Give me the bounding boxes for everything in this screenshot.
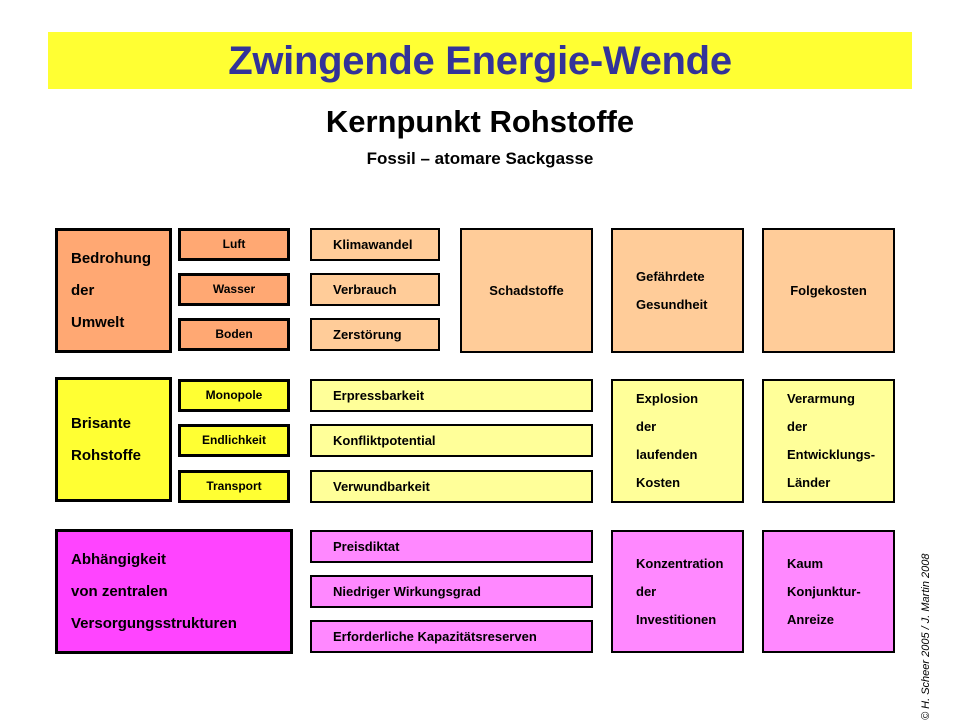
panel-line: Folgekosten bbox=[790, 282, 867, 298]
bar-konfliktpotential[interactable]: Konfliktpotential bbox=[310, 424, 593, 457]
copyright-notice: © H. Scheer 2005 / J. Martin 2008 bbox=[920, 553, 932, 720]
chip-wasser[interactable]: Wasser bbox=[178, 273, 290, 306]
chip-monopole[interactable]: Monopole bbox=[178, 379, 290, 412]
bar-zerstoerung[interactable]: Zerstörung bbox=[310, 318, 440, 351]
category-line: Bedrohung bbox=[71, 249, 151, 267]
panel-kaum-konjunktur-anreize[interactable]: Kaum Konjunktur- Anreize bbox=[762, 530, 895, 653]
panel-konzentration-investitionen[interactable]: Konzentration der Investitionen bbox=[611, 530, 744, 653]
chip-label: Wasser bbox=[212, 282, 256, 296]
panel-line: der bbox=[636, 419, 657, 434]
bar-label: Verwundbarkeit bbox=[333, 479, 430, 494]
page-title: Zwingende Energie-Wende bbox=[228, 39, 732, 83]
panel-line: Kosten bbox=[636, 475, 681, 490]
bar-label: Klimawandel bbox=[333, 237, 413, 252]
panel-line: Investitionen bbox=[636, 611, 717, 627]
bar-label: Preisdiktat bbox=[333, 539, 400, 554]
panel-line: Länder bbox=[787, 475, 831, 490]
category-box-umwelt[interactable]: Bedrohung der Umwelt bbox=[55, 228, 172, 353]
panel-line: Explosion bbox=[636, 391, 699, 406]
panel-line: Gesundheit bbox=[636, 296, 708, 312]
panel-line: der bbox=[636, 583, 657, 599]
panel-line: Verarmung bbox=[787, 391, 855, 406]
chip-transport[interactable]: Transport bbox=[178, 470, 290, 503]
category-line: der bbox=[71, 281, 95, 299]
panel-line: Gefährdete bbox=[636, 268, 705, 284]
bar-klimawandel[interactable]: Klimawandel bbox=[310, 228, 440, 261]
subtitle-sub: Fossil – atomare Sackgasse bbox=[366, 149, 594, 168]
chip-label: Endlichkeit bbox=[201, 433, 266, 447]
chip-label: Luft bbox=[222, 237, 246, 251]
panel-line: Konjunktur- bbox=[787, 583, 861, 599]
category-line: Umwelt bbox=[71, 313, 125, 331]
bar-label: Niedriger Wirkungsgrad bbox=[333, 584, 481, 599]
bar-label: Konfliktpotential bbox=[333, 433, 436, 448]
panel-line: Schadstoffe bbox=[489, 282, 564, 298]
panel-line: Kaum bbox=[787, 555, 824, 571]
chip-label: Boden bbox=[215, 327, 253, 341]
chip-boden[interactable]: Boden bbox=[178, 318, 290, 351]
panel-verarmung-entwicklungslaender[interactable]: Verarmung der Entwicklungs- Länder bbox=[762, 379, 895, 503]
bar-preisdiktat[interactable]: Preisdiktat bbox=[310, 530, 593, 563]
category-line: Rohstoffe bbox=[71, 446, 141, 464]
panel-folgekosten[interactable]: Folgekosten bbox=[762, 228, 895, 353]
panel-schadstoffe[interactable]: Schadstoffe bbox=[460, 228, 593, 353]
panel-line: der bbox=[787, 419, 808, 434]
category-box-abhaengigkeit[interactable]: Abhängigkeit von zentralen Versorgungsst… bbox=[55, 529, 293, 654]
title-banner bbox=[48, 32, 912, 89]
chip-endlichkeit[interactable]: Endlichkeit bbox=[178, 424, 290, 457]
category-line: Versorgungsstrukturen bbox=[71, 614, 237, 632]
panel-line: Entwicklungs- bbox=[787, 447, 876, 462]
bar-label: Zerstörung bbox=[333, 327, 402, 342]
panel-gefaehrdete-gesundheit[interactable]: Gefährdete Gesundheit bbox=[611, 228, 744, 353]
chip-luft[interactable]: Luft bbox=[178, 228, 290, 261]
panel-explosion-kosten[interactable]: Explosion der laufenden Kosten bbox=[611, 379, 744, 503]
bar-verbrauch[interactable]: Verbrauch bbox=[310, 273, 440, 306]
bar-label: Verbrauch bbox=[333, 282, 397, 297]
bar-kapazitaetsreserven[interactable]: Erforderliche Kapazitätsreserven bbox=[310, 620, 593, 653]
panel-line: Konzentration bbox=[636, 555, 724, 571]
category-line: von zentralen bbox=[71, 582, 168, 600]
subtitle-main: Kernpunkt Rohstoffe bbox=[325, 104, 635, 139]
category-line: Abhängigkeit bbox=[71, 550, 167, 568]
category-line: Brisante bbox=[71, 414, 132, 432]
bar-label: Erforderliche Kapazitätsreserven bbox=[333, 629, 537, 644]
chip-label: Monopole bbox=[205, 388, 263, 402]
bar-label: Erpressbarkeit bbox=[333, 388, 425, 403]
bar-niedriger-wirkungsgrad[interactable]: Niedriger Wirkungsgrad bbox=[310, 575, 593, 608]
panel-line: Anreize bbox=[787, 611, 834, 627]
panel-line: laufenden bbox=[636, 447, 698, 462]
chip-label: Transport bbox=[206, 479, 262, 493]
bar-verwundbarkeit[interactable]: Verwundbarkeit bbox=[310, 470, 593, 503]
bar-erpressbarkeit[interactable]: Erpressbarkeit bbox=[310, 379, 593, 412]
category-box-rohstoffe[interactable]: Brisante Rohstoffe bbox=[55, 377, 172, 502]
